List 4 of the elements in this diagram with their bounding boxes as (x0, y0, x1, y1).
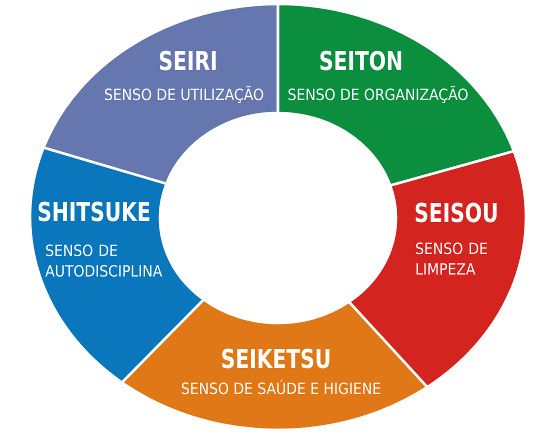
ring-segment: SEITON SENSO DE ORGANIZAÇÃO (276, 2, 516, 187)
ring-segment: SHITSUKE SENSO DE AUTODISCIPLINA (28, 146, 206, 384)
ring-segment: SEIRI SENSO DE UTILIZAÇÃO (42, 2, 280, 186)
ring-segment: SEIKETSU SENSO DE SAÚDE E HIGIENE (120, 298, 429, 432)
